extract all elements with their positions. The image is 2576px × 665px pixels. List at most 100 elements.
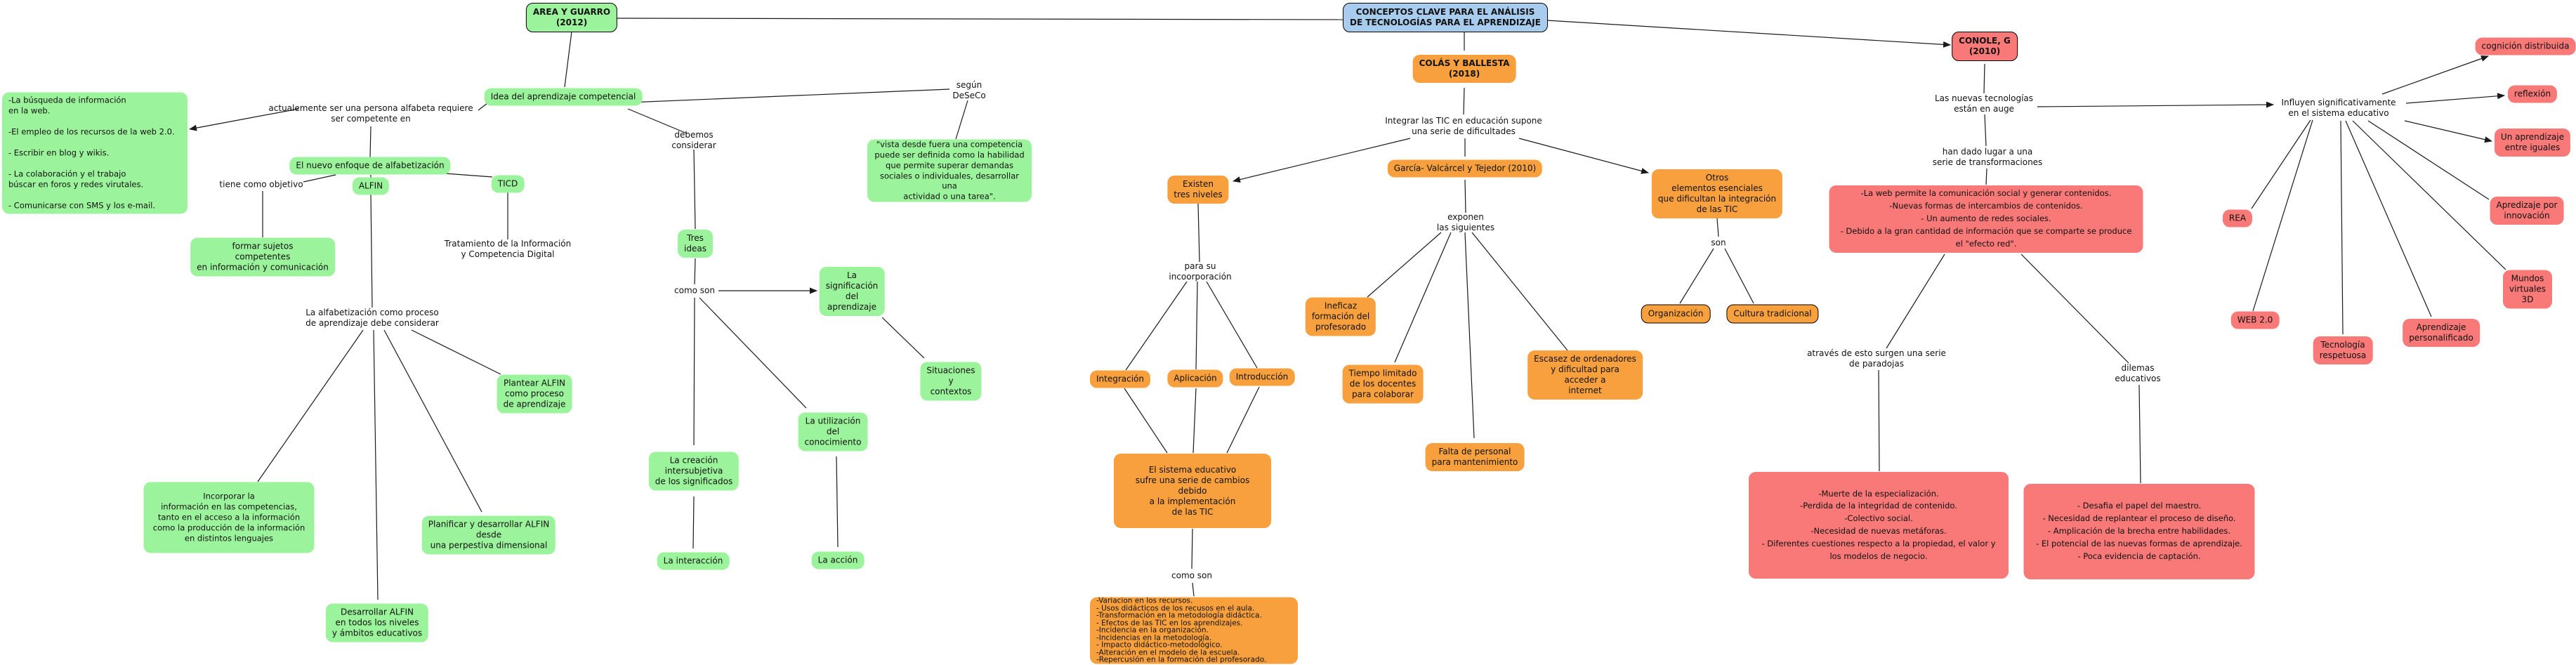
node-la-interaccion[interactable]: La interacción — [657, 552, 730, 570]
edge-line — [1724, 248, 1754, 304]
edge-line — [1985, 168, 1987, 185]
box-web-competencias[interactable]: -La búsqueda de información en la web. -… — [2, 92, 188, 214]
node-nuevo-enfoque-alfabetizacion[interactable]: El nuevo enfoque de alfabetización — [289, 157, 451, 175]
node-escasez-ordenadores[interactable]: Escasez de ordenadores y dificultad para… — [1527, 350, 1643, 400]
label-segun-deseco: según DeSeCo — [952, 80, 986, 100]
node-alfin[interactable]: ALFIN — [352, 177, 390, 195]
edge-line — [699, 297, 807, 409]
node-introduccion[interactable]: Introducción — [1229, 368, 1295, 386]
label-actualmente-alfabeta: actualemente ser una persona alfabeta re… — [268, 103, 473, 124]
node-la-accion[interactable]: La acción — [811, 551, 865, 569]
edge-line — [1716, 218, 1719, 237]
edge-line — [1367, 232, 1442, 298]
edge-line — [693, 149, 696, 230]
node-reflexion[interactable]: reflexión — [2507, 85, 2558, 103]
edge-line — [1192, 388, 1197, 454]
edge-line — [444, 173, 493, 178]
edge-line — [1518, 138, 1649, 174]
node-tecnologia-respetuosa[interactable]: Tecnología respetuosa — [2313, 336, 2373, 364]
node-cultura-tradicional[interactable]: Cultura tradicional — [1726, 304, 1819, 324]
node-incorporar-informacion[interactable]: Incorporar la información en las compete… — [143, 482, 315, 553]
node-colas-ballesta[interactable]: COLÁS Y BALLESTA (2018) — [1412, 55, 1516, 83]
node-otros-elementos[interactable]: Otros elementos esenciales que dificulta… — [1651, 169, 1783, 218]
node-existen-tres-niveles[interactable]: Existen tres niveles — [1167, 176, 1229, 204]
edge-line — [1394, 232, 1452, 363]
label-como-son-cambios: como son — [1171, 570, 1212, 581]
edge-line — [1125, 281, 1188, 371]
edge-line — [373, 329, 379, 600]
edge-line — [1192, 582, 1195, 597]
node-rea[interactable]: REA — [2222, 209, 2253, 228]
node-situaciones-contextos[interactable]: Situaciones y contextos — [920, 362, 982, 401]
label-debemos-considerar: debemos considerar — [671, 130, 716, 150]
node-utilizacion-conocimiento[interactable]: La utilización del conocimiento — [798, 412, 868, 452]
edge-line — [189, 108, 299, 131]
edge-line — [1124, 388, 1168, 454]
node-formar-sujetos[interactable]: formar sujetos competentes en informació… — [190, 237, 335, 277]
label-exponen-las-siguientes: exponen las siguientes — [1436, 212, 1495, 232]
node-falta-personal[interactable]: Falta de personal para mantenimiento — [1425, 443, 1525, 471]
edge-line — [693, 297, 695, 446]
node-aprendizaje-personalificado[interactable]: Aprendizaje personalificado — [2403, 319, 2480, 347]
box-paradojas[interactable]: -Muerte de la especialización. -Perdida … — [1749, 472, 2009, 579]
edge-line — [2252, 119, 2313, 312]
edge-line — [478, 103, 488, 111]
node-aplicacion[interactable]: Aplicación — [1167, 369, 1223, 388]
box-cita-competencia[interactable]: "vista desde fuera una competencia puede… — [867, 139, 1032, 202]
label-como-son-ideas: como son — [674, 285, 715, 296]
node-ticd[interactable]: TICD — [491, 175, 525, 193]
edge-line — [836, 456, 839, 548]
edge-line — [1197, 203, 1200, 263]
node-aprendizaje-entre-iguales[interactable]: Un aprendizaje entre iguales — [2494, 129, 2571, 157]
label-dilemas-educativos: dilemas educativos — [2115, 363, 2161, 383]
node-idea-aprendizaje-competencial[interactable]: Idea del aprendizaje competencial — [484, 88, 643, 106]
node-planificar-alfin[interactable]: Planificar y desarrollar ALFIN desde una… — [421, 515, 556, 555]
node-web-20[interactable]: WEB 2.0 — [2230, 311, 2280, 329]
node-sistema-educativo[interactable]: El sistema educativo sufre una serie de … — [1114, 454, 1271, 528]
edge-line — [1984, 114, 1987, 147]
edge-line — [2340, 120, 2344, 335]
node-significacion-aprendizaje[interactable]: La significación del aprendizaje — [819, 267, 885, 316]
label-nuevas-tecnologias: Las nuevas tecnologías están en auge — [1934, 93, 2034, 114]
node-integracion[interactable]: Integración — [1089, 370, 1151, 388]
label-tratamiento-informacion: Tratamiento de la Información y Competen… — [444, 239, 572, 259]
node-creacion-intersubjetiva[interactable]: La creación intersubjetiva de los signif… — [648, 452, 740, 491]
edge-line — [370, 194, 373, 308]
label-tiene-como-objetivo: tiene como objetivo — [219, 179, 303, 190]
edge-line — [2020, 254, 2129, 364]
box-cambios-tic[interactable]: -Variacion en los recursos. - Usos didác… — [1090, 597, 1298, 664]
edge-line — [1195, 281, 1198, 370]
node-aprendizaje-innovacion[interactable]: Apredizaje por innovación — [2490, 197, 2564, 225]
node-area-y-guarro[interactable]: AREA Y GUARRO (2012) — [525, 3, 618, 32]
edge-line — [383, 329, 482, 513]
node-tiempo-limitado[interactable]: Tiempo limitado de los docentes para col… — [1342, 364, 1424, 404]
edge-line — [1886, 254, 1945, 349]
edge-line — [1233, 138, 1411, 183]
edge-line — [881, 317, 925, 359]
box-dilemas[interactable]: - Desafia el papel del maestro. - Necesi… — [2023, 484, 2255, 579]
node-desarrollar-alfin[interactable]: Desarrollar ALFIN en todos los niveles y… — [325, 603, 429, 643]
label-integrar-tic: Integrar las TIC en educación supone una… — [1385, 116, 1542, 136]
box-la-web-permite[interactable]: -La web permite la comunicación social y… — [1829, 185, 2143, 253]
label-alfabetizacion-proceso: La alfabetización como proceso de aprend… — [305, 308, 439, 328]
node-cognicion-distribuida[interactable]: cognición distribuida — [2475, 37, 2576, 55]
edge-line — [1983, 63, 1985, 94]
node-mundos-virtuales[interactable]: Mundos virtuales 3D — [2502, 270, 2553, 309]
edge-line — [1464, 179, 1466, 213]
edge-line — [257, 329, 364, 482]
edge-line — [616, 18, 1356, 20]
edge-line — [2405, 93, 2505, 104]
edge-line — [1679, 248, 1714, 304]
node-organizacion[interactable]: Organización — [1641, 304, 1711, 324]
root-conceptos-clave[interactable]: CONCEPTOS CLAVE PARA EL ANÁLISIS DE TECN… — [1343, 3, 1548, 32]
node-garcia-valcarcel[interactable]: García- Valcárcel y Tejedor (2010) — [1387, 159, 1543, 178]
label-traves-paradojas: através de esto surgen una serie de para… — [1807, 348, 1946, 369]
label-han-dado-lugar: han dado lugar a una serie de transforma… — [1932, 147, 2043, 167]
node-conole[interactable]: CONOLE, G (2010) — [1952, 32, 2018, 61]
node-tres-ideas[interactable]: Tres ideas — [678, 230, 713, 258]
node-plantear-alfin[interactable]: Plantear ALFIN como proceso de aprendiza… — [497, 374, 572, 414]
edge-line — [1226, 386, 1260, 454]
node-ineficaz-formacion[interactable]: Ineficaz formación del profesorado — [1305, 297, 1376, 336]
